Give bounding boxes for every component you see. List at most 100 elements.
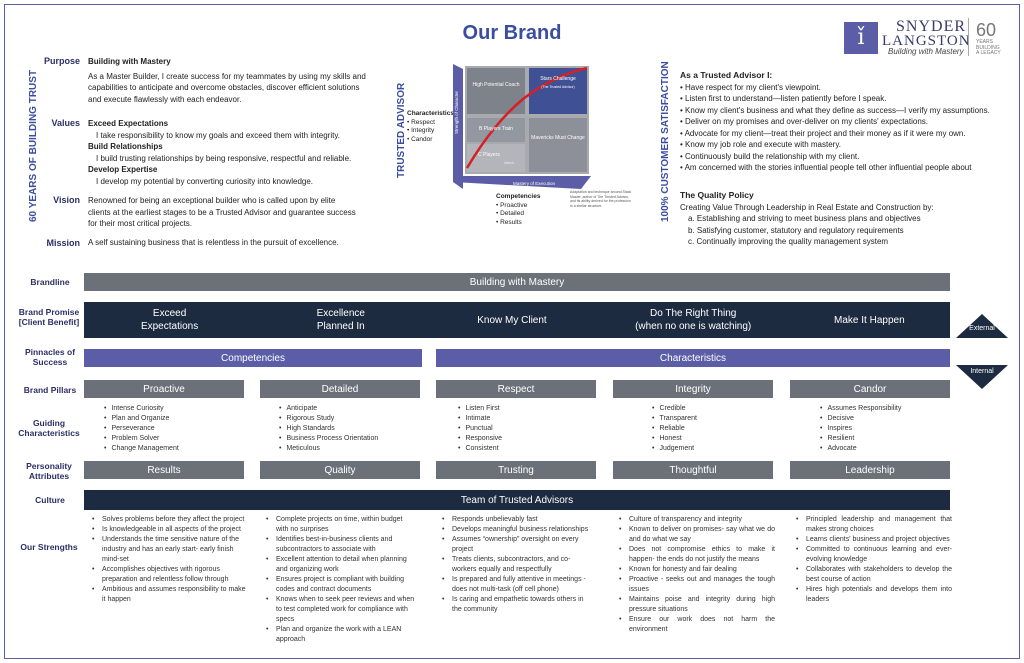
ta-list-item: • Advocate for my client—treat their pro… bbox=[680, 128, 966, 138]
trusted-advisor-vertical: TRUSTED ADVISOR bbox=[396, 82, 407, 178]
list-item: Is knowledgeable in all aspects of the p… bbox=[92, 525, 248, 535]
mission-text: A self sustaining business that is relen… bbox=[88, 238, 339, 247]
ta-list-item-text: Have respect for my client's viewpoint. bbox=[685, 82, 821, 92]
ta-q-stars-label: Stars Challenge bbox=[540, 76, 576, 82]
ta-q-b-label: B Players Train bbox=[479, 126, 513, 132]
guiding-col-2: Anticipate Rigorous Study High Standards… bbox=[279, 404, 378, 454]
pinnacles-label: Pinnacles of Success bbox=[24, 347, 76, 367]
promise-make-happen: Make It Happen bbox=[834, 314, 905, 326]
value-heading-3: Develop Expertise bbox=[88, 165, 158, 174]
attribute-results: Results bbox=[84, 461, 244, 479]
attribute-trusting: Trusting bbox=[436, 461, 596, 479]
ta-quadrant-high bbox=[467, 68, 525, 114]
list-item: Culture of transparency and integrity bbox=[619, 515, 775, 525]
strengths-col-2: Complete projects on time, within budget… bbox=[266, 515, 416, 645]
brandline-bar: Building with Mastery bbox=[84, 273, 950, 291]
ta-comp-3: • Results bbox=[496, 218, 522, 226]
quality-policy-item: a. Establishing and striving to meet bus… bbox=[688, 214, 921, 223]
ta-q-high-label: High Potential Coach bbox=[473, 82, 520, 88]
ta-competencies-title: Competencies bbox=[496, 193, 541, 200]
ta-q-c-label: C Players bbox=[478, 152, 500, 158]
promise-exceed: Exceed Expectations bbox=[140, 308, 199, 332]
ta-list-item: • Know my client's business and what the… bbox=[680, 105, 990, 115]
external-arrow-icon bbox=[956, 314, 1008, 338]
trusted-advisor-heading: As a Trusted Advisor I: bbox=[680, 70, 773, 80]
list-item: Committed to continuous learning and eve… bbox=[796, 545, 952, 565]
ta-list-item: • Deliver on my promises and over-delive… bbox=[680, 117, 928, 126]
quality-policy-block: The Quality Policy Creating Value Throug… bbox=[680, 190, 1010, 248]
list-item: Intense Curiosity bbox=[104, 404, 179, 414]
ta-list-item-text: Am concerned with the stories influentia… bbox=[684, 163, 972, 172]
list-item: Identifies best-in-business clients and … bbox=[266, 535, 416, 555]
ta-list-item: • Continuously build the relationship wi… bbox=[680, 151, 860, 161]
list-item: Responds unbelievably fast bbox=[442, 515, 594, 525]
list-item: Advocate bbox=[820, 444, 901, 454]
value-text-2: I build trusting relationships by being … bbox=[96, 153, 352, 163]
purpose-label: Purpose bbox=[43, 56, 80, 66]
ta-list-item-text: Listen first to understand—listen patien… bbox=[685, 94, 887, 103]
pillar-detailed: Detailed bbox=[260, 380, 420, 398]
ta-y-axis-bar bbox=[453, 64, 463, 189]
brand-promise-bar: Exceed Expectations Excellence Planned I… bbox=[84, 302, 950, 338]
strengths-col-5: Principled leadership and management tha… bbox=[796, 515, 952, 605]
list-item: Rigorous Study bbox=[279, 414, 378, 424]
page-frame bbox=[4, 4, 1020, 659]
list-item: Solves problems before they affect the p… bbox=[92, 515, 248, 525]
logo-name: SNYDER LANGSTON bbox=[882, 19, 971, 49]
ta-q-c-sub: Match bbox=[504, 161, 514, 165]
list-item: Listen First bbox=[458, 404, 502, 414]
brandline-label: Brandline bbox=[30, 277, 70, 287]
pillar-integrity: Integrity bbox=[613, 380, 773, 398]
guiding-col-5: Assumes Responsibility Decisive Inspires… bbox=[820, 404, 901, 454]
value-heading-1: Exceed Expectations bbox=[88, 119, 169, 128]
attribute-quality: Quality bbox=[260, 461, 420, 479]
list-item: Judgement bbox=[652, 444, 697, 454]
ta-char-1: • Respect bbox=[407, 118, 435, 126]
ta-quadrant-stars bbox=[529, 68, 587, 114]
strengths-col-3: Responds unbelievably fast Develops mean… bbox=[442, 515, 594, 615]
ta-list-item: • Listen first to understand—listen pati… bbox=[680, 94, 887, 103]
ta-char-2-text: Integrity bbox=[411, 127, 435, 134]
external-label: External bbox=[969, 325, 995, 332]
mission-label: Mission bbox=[46, 238, 80, 248]
value-text-1: I take responsibility to know my goals a… bbox=[96, 130, 340, 140]
list-item: Consistent bbox=[458, 444, 502, 454]
promise-excellence: Excellence Planned In bbox=[316, 308, 365, 332]
list-item: Maintains poise and integrity during hig… bbox=[619, 595, 775, 615]
list-item: Resilient bbox=[820, 434, 901, 444]
quality-policy-heading: The Quality Policy bbox=[680, 190, 754, 200]
ta-char-3-text: Candor bbox=[411, 135, 433, 143]
values-label: Values bbox=[51, 118, 80, 128]
list-item: Understands the time sensitive nature of… bbox=[92, 535, 248, 565]
attribute-leadership: Leadership bbox=[790, 461, 950, 479]
culture-bar: Team of Trusted Advisors bbox=[84, 490, 950, 510]
list-item: Inspires bbox=[820, 424, 901, 434]
list-item: Ensure our work does not harm the enviro… bbox=[619, 615, 775, 635]
guiding-col-3: Listen First Intimate Punctual Responsiv… bbox=[458, 404, 502, 454]
purpose-text: As a Master Builder, I create success fo… bbox=[88, 71, 366, 104]
building-trust-vertical: 60 YEARS OF BUILDING TRUST bbox=[28, 69, 39, 222]
ta-list-item-text: Know my job role and execute with master… bbox=[685, 140, 841, 149]
ta-list-item: • Am concerned with the stories influent… bbox=[680, 163, 972, 172]
page-title: Our Brand bbox=[462, 22, 562, 44]
list-item: Meticulous bbox=[279, 444, 378, 454]
pillar-proactive: Proactive bbox=[84, 380, 244, 398]
ta-list-item-text: Continuously build the relationship with… bbox=[685, 151, 860, 161]
logo-years-sub: YEARS BUILDING A LEGACY bbox=[976, 39, 1001, 56]
pillar-respect: Respect bbox=[436, 380, 596, 398]
ta-comp-1-text: Proactive bbox=[500, 201, 528, 209]
competencies-bar: Competencies bbox=[84, 349, 422, 367]
strengths-col-4: Culture of transparency and integrity Kn… bbox=[619, 515, 775, 635]
list-item: Develops meaningful business relationshi… bbox=[442, 525, 594, 535]
ta-comp-1: • Proactive bbox=[496, 201, 528, 209]
ta-x-axis-label: Mastery of Execution bbox=[513, 181, 556, 186]
list-item: Plan and organize the work with a LEAN a… bbox=[266, 625, 416, 645]
ta-list-item-text: Deliver on my promises and over-deliver … bbox=[685, 117, 928, 126]
guiding-col-4: Credible Transparent Reliable Honest Jud… bbox=[652, 404, 697, 454]
list-item: Honest bbox=[652, 434, 697, 444]
logo-name-line2: LANGSTON bbox=[882, 33, 971, 49]
values-block: Exceed Expectations I take responsibilit… bbox=[88, 118, 368, 187]
ta-comp-2: • Detailed bbox=[496, 210, 524, 217]
list-item: Problem Solver bbox=[104, 434, 179, 444]
list-item: High Standards bbox=[279, 424, 378, 434]
